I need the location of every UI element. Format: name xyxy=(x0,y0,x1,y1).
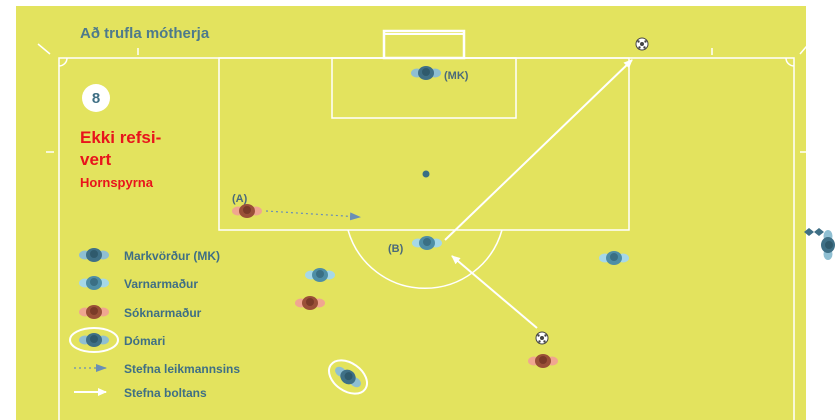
legend-referee-label: Dómari xyxy=(124,334,165,348)
legend-referee-ring xyxy=(69,327,119,353)
ball-icon xyxy=(635,37,649,51)
referee-ring xyxy=(328,359,368,395)
diagram-title: Að trufla mótherja xyxy=(80,25,210,42)
number-badge xyxy=(82,84,110,112)
label-a: (A) xyxy=(232,193,248,205)
goalkeeper-label: (MK) xyxy=(444,70,469,82)
verdict-line-1: Ekki refsi- xyxy=(80,128,161,147)
legend-defender-label: Varnarmaður xyxy=(124,277,198,291)
legend-player-direction-label: Stefna leikmannsins xyxy=(124,362,240,376)
legend-goalkeeper-label: Markvörður (MK) xyxy=(124,249,220,263)
corner-flag-icon xyxy=(804,228,824,236)
player-direction-arrow xyxy=(265,210,361,221)
ball-icon xyxy=(535,331,549,345)
penalty-spot xyxy=(422,170,430,178)
legend: Markvörður (MK) Varnarmaður Sóknarmaður … xyxy=(69,248,240,400)
legend-attacker-label: Sóknarmaður xyxy=(124,306,202,320)
legend-ball-direction-label: Stefna boltans xyxy=(124,386,207,400)
ball-direction-arrow xyxy=(451,255,538,329)
verdict-line-2: vert xyxy=(80,150,112,169)
ball-direction-arrow xyxy=(444,59,633,241)
label-b: (B) xyxy=(388,243,404,255)
goal xyxy=(382,29,466,60)
situation-label: Hornspyrna xyxy=(80,175,154,190)
pitch-surface xyxy=(16,6,806,420)
number-badge-label: 8 xyxy=(92,90,100,107)
